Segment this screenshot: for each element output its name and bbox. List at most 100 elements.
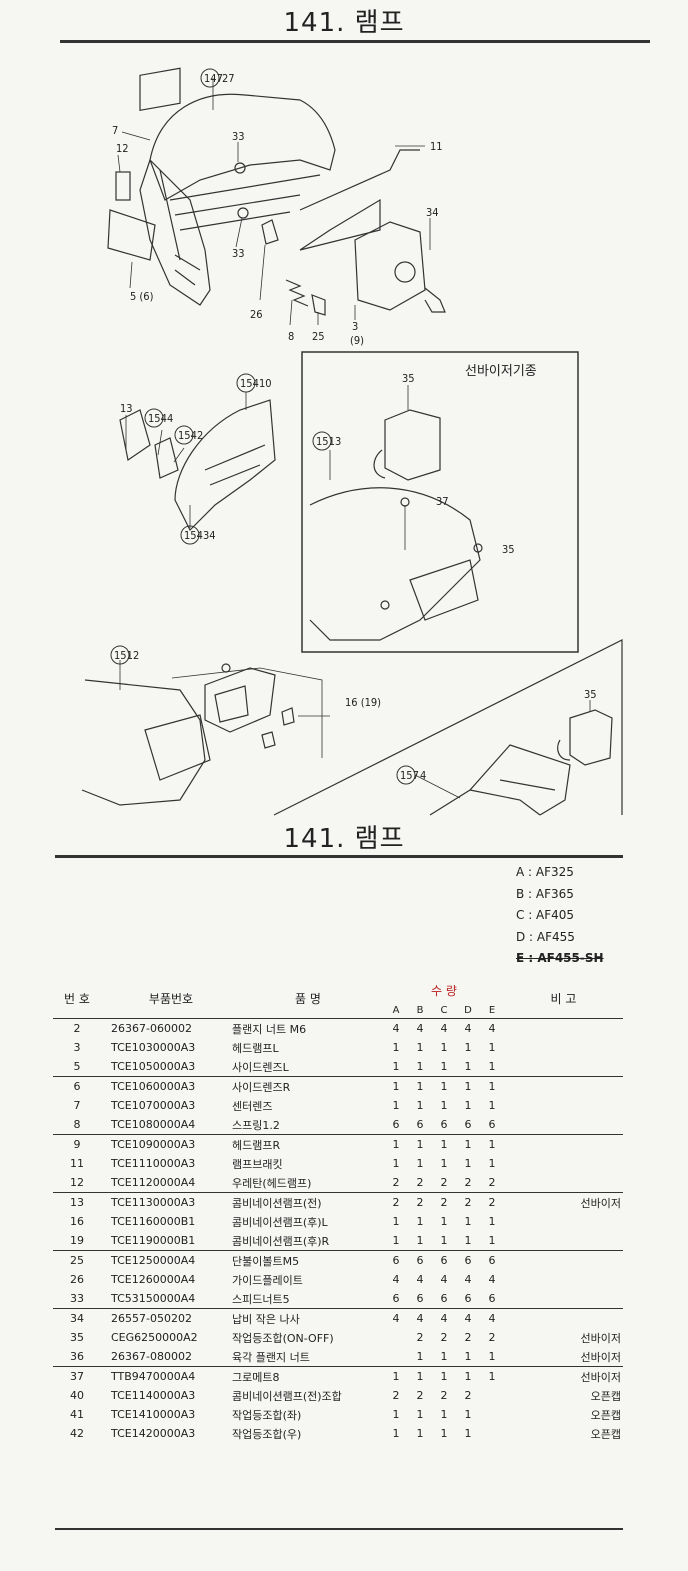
spring-part [285, 279, 309, 307]
cell-number: 9 [53, 1134, 101, 1154]
cell-quantity: 1 [392, 1157, 400, 1170]
cell-part-number: TTB9470000A4 [101, 1366, 232, 1386]
cell-quantity: 4 [416, 1273, 424, 1286]
bolt-part [311, 294, 326, 316]
cell-remark [504, 1115, 623, 1135]
section-underline [55, 855, 623, 858]
inset-label: 선바이저기종 [465, 364, 537, 379]
cell-quantity: 2 [416, 1389, 424, 1402]
cell-number: 7 [73, 1099, 81, 1112]
cell-part-name: 스피드너트5 [232, 1292, 290, 1306]
callout-label: 11 [430, 140, 443, 153]
cell-part-number: TC53150000A4 [111, 1292, 196, 1305]
cell-quantity: 1 [392, 1041, 400, 1054]
cell-quantity: 1 [488, 1157, 496, 1170]
cell-part-name: 작업등조합(ON-OFF) [232, 1331, 334, 1345]
cell-quantity: 4 [392, 1273, 400, 1286]
legend-item: A : AF325 [516, 865, 574, 879]
cell-quantity: 4 [464, 1273, 472, 1286]
work-lamp-open-cab-part [569, 709, 613, 766]
cell-quantity: 1 [488, 1099, 496, 1112]
cell-number: 42 [70, 1427, 84, 1440]
cell-quantity: 1 [440, 1350, 448, 1363]
model-legend: A : AF325 B : AF365 C : AF405 D : AF455 … [516, 862, 604, 970]
cell-quantity: 1 [392, 1099, 400, 1112]
cell-quantity: 6 [464, 1118, 472, 1131]
cell-number: 2 [53, 1018, 101, 1038]
callout-label: 147 [204, 72, 223, 85]
callout-label: 2 [133, 649, 139, 662]
cell-quantity: 1 [464, 1157, 472, 1170]
cell-remark: 오픈캡 [590, 1408, 621, 1422]
callout-label: 151 [316, 435, 335, 448]
cell-remark [504, 1038, 623, 1057]
cell-number: 26 [70, 1273, 84, 1286]
cell-quantity: 1 [440, 1234, 448, 1247]
cell-quantity: 1 [464, 1099, 472, 1112]
cell-quantity: 4 [480, 1308, 504, 1328]
cell-part-number: TCE1160000B1 [111, 1215, 196, 1228]
cell-quantity [480, 1405, 504, 1424]
cell-part-number: 26367-080002 [111, 1350, 192, 1363]
cell-quantity: 2 [440, 1331, 448, 1344]
cell-number: 8 [73, 1118, 81, 1131]
cell-part-number: CEG6250000A2 [111, 1331, 198, 1344]
inset-box [301, 351, 579, 653]
title-underline [60, 40, 650, 43]
cell-part-name: 스프링1.2 [232, 1118, 280, 1132]
cell-quantity [384, 1347, 408, 1367]
cell-quantity: 4 [408, 1018, 432, 1038]
cell-remark [504, 1154, 623, 1173]
cell-quantity: 2 [464, 1331, 472, 1344]
cell-quantity: 1 [488, 1350, 496, 1363]
cell-quantity: 2 [408, 1192, 432, 1212]
cell-quantity: 1 [392, 1427, 400, 1440]
cell-quantity: 1 [384, 1134, 408, 1154]
cell-quantity: 1 [392, 1060, 400, 1073]
cell-part-name: 램프브래킷 [232, 1157, 283, 1171]
callout-label: 34 [203, 529, 216, 542]
cell-quantity: 1 [392, 1234, 400, 1247]
side-lens-part [107, 209, 156, 261]
cell-part-name: 우레탄(헤드램프) [232, 1176, 312, 1190]
callout-label: 154 [178, 429, 197, 442]
cell-quantity: 6 [416, 1118, 424, 1131]
cell-part-name: 헤드램프R [232, 1134, 384, 1154]
cell-part-number: TCE1140000A3 [111, 1389, 196, 1402]
cell-number: 40 [70, 1389, 84, 1402]
cell-quantity: 1 [464, 1041, 472, 1054]
cell-number: 12 [70, 1176, 84, 1189]
cell-quantity: 2 [440, 1389, 448, 1402]
cell-quantity: 1 [416, 1099, 424, 1112]
cell-quantity: 1 [416, 1234, 424, 1247]
cell-quantity: 4 [456, 1308, 480, 1328]
cell-quantity: 1 [464, 1427, 472, 1440]
cell-number: 37 [53, 1366, 101, 1386]
qty-col-d: D [464, 1004, 472, 1016]
cell-quantity: 2 [416, 1176, 424, 1189]
cell-remark [504, 1289, 623, 1309]
callout-label: 157 [400, 769, 419, 782]
cell-part-number: TCE1260000A4 [111, 1273, 196, 1286]
cell-quantity: 1 [464, 1408, 472, 1421]
callout-label: 3 [352, 320, 358, 333]
exploded-parts-diagram: 147 27 7 12 33 33 11 34 5 (6) 26 8 25 3 … [81, 67, 623, 816]
cell-quantity: 1 [488, 1215, 496, 1228]
cell-remark [504, 1212, 623, 1231]
cell-quantity: 6 [464, 1292, 472, 1305]
cell-quantity: 4 [384, 1018, 408, 1038]
cell-quantity: 4 [456, 1018, 480, 1038]
cell-quantity: 6 [408, 1250, 432, 1270]
cell-quantity: 2 [440, 1176, 448, 1189]
cell-quantity: 1 [384, 1076, 408, 1096]
diagram-callouts: 147 27 7 12 33 33 11 34 5 (6) 26 8 25 3 … [110, 68, 597, 785]
cell-part-name: 콤비네이션램프(전)조합 [232, 1389, 342, 1403]
section-title: 141. 램프 [283, 824, 405, 854]
cell-quantity: 1 [416, 1157, 424, 1170]
